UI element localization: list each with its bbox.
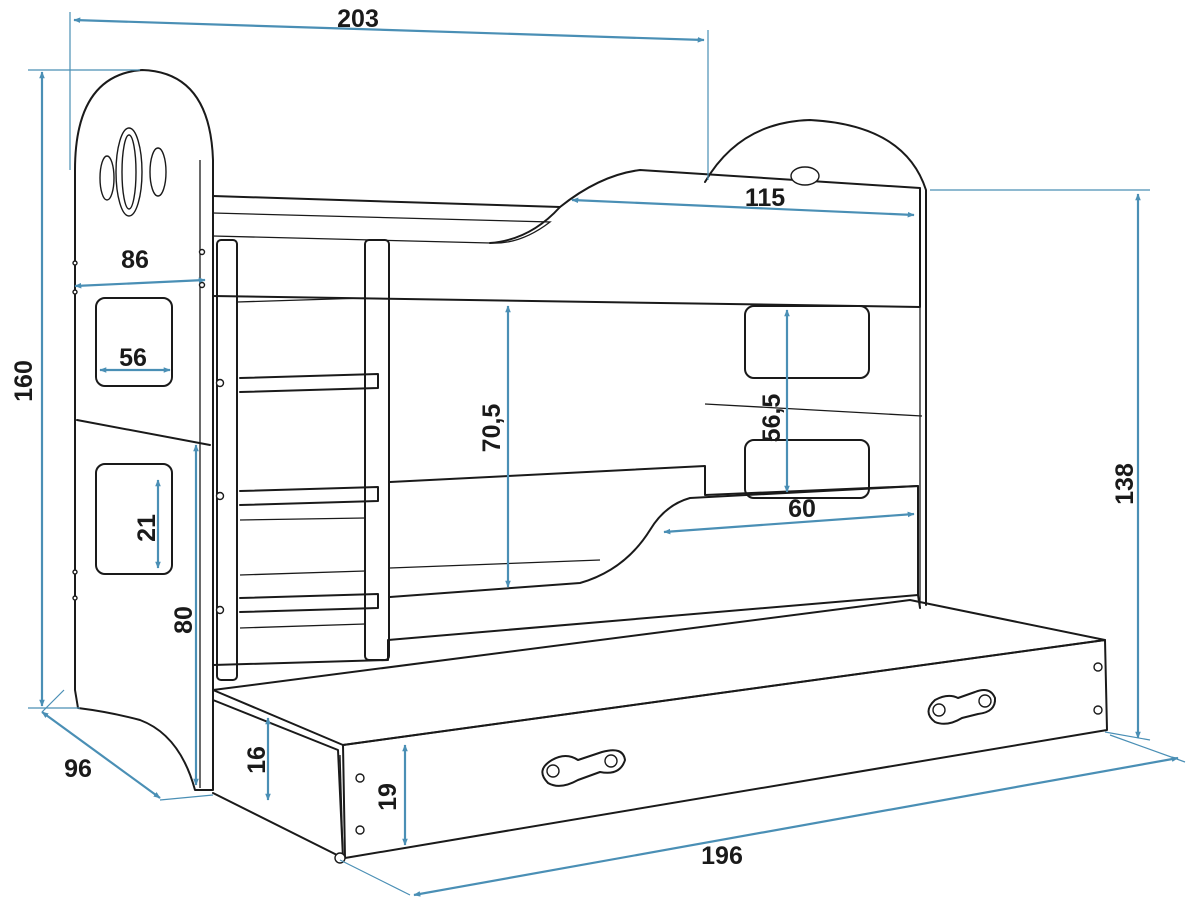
label-lower-side-height: 80 [170,606,198,634]
ladder-step-1-back [236,297,366,303]
label-window-height: 21 [133,514,161,542]
label-total-length: 203 [337,5,379,33]
label-total-height: 160 [10,360,38,402]
label-depth: 96 [64,755,92,783]
dimension-labels: 203 86 56 160 96 21 80 16 19 196 115 70,… [10,5,1139,870]
upper-wave-rail [489,206,561,244]
drawer-top [212,599,1106,746]
extension-lines [28,12,1186,896]
right-upper-opening [744,305,870,379]
lower-window-cutout [95,463,173,575]
drawer-side [212,689,344,859]
label-lower-opening-height: 56,5 [758,394,786,443]
left-headboard-cutouts [99,127,167,217]
lower-wave-rail [389,485,919,598]
dim-line-depth [41,711,161,799]
lower-bunk-frame [389,465,919,596]
label-lower-rail-length: 60 [788,495,816,523]
label-window-width: 56 [119,344,147,372]
left-headboard-panel-joint [76,419,211,446]
drawer-front [342,639,1108,859]
left-headboard [74,69,214,791]
dim-line-upper-rail-length [571,197,915,218]
ladder-step-3 [239,593,379,613]
right-headboard-cutout [790,166,820,186]
dim-line-headboard-width [74,277,206,289]
label-drawer-side-height: 16 [243,746,271,774]
bed-outline [72,69,1108,864]
dim-line-lower-rail-length [663,511,915,535]
label-bunk-clearance: 70,5 [478,404,506,453]
label-frame-height: 138 [1111,463,1139,505]
drawer-screws [355,662,1103,835]
right-headboard [704,119,927,606]
dim-line-drawer-length [413,756,1179,897]
label-upper-rail-length: 115 [745,184,785,212]
drawer-front-inner [339,754,344,859]
ladder-step-1 [239,373,379,393]
upper-bunk-frame [212,169,921,308]
dim-line-total-length [73,17,705,43]
label-drawer-length: 196 [701,842,743,870]
upper-rail-inner [212,212,552,244]
upper-window-cutout [95,297,173,387]
right-panel-joint [704,403,923,417]
label-headboard-width: 86 [121,246,149,274]
ladder-step-2 [239,486,379,506]
drawer-handle-right [927,689,997,725]
right-lower-opening [744,439,870,499]
lower-rail-inner [389,559,601,569]
label-drawer-front-height: 19 [374,783,402,811]
dimension-arrows [39,17,1179,897]
lower-bed-base [212,594,921,666]
